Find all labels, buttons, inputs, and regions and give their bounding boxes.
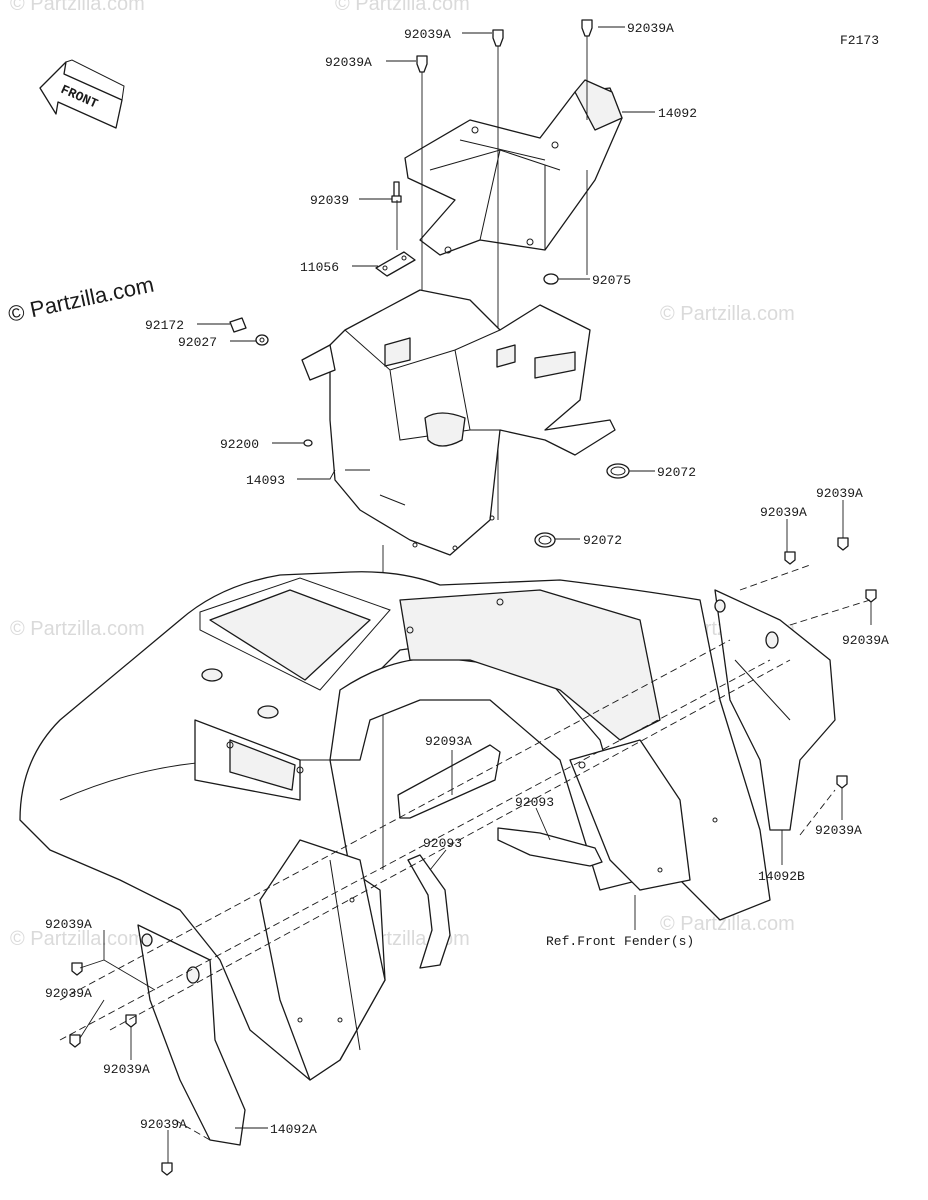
- seal-92093a-icon: [397, 744, 501, 819]
- clip-92039a-icon: [161, 1162, 173, 1176]
- clip-92039a-icon: [492, 29, 504, 47]
- callout: 92039A: [760, 505, 807, 520]
- callout: 14092A: [270, 1122, 317, 1137]
- callout: 92039A: [816, 486, 863, 501]
- part-14092b-flap: [714, 589, 836, 831]
- callout: 92093: [423, 836, 462, 851]
- part-14092a-flap: [137, 924, 246, 1146]
- callout: 92039A: [325, 55, 372, 70]
- callout: 92039A: [140, 1117, 187, 1132]
- clamp-92072-icon: [534, 532, 556, 548]
- callout: 92039A: [103, 1062, 150, 1077]
- plate-11056-icon: [375, 251, 416, 277]
- watermark: © Partzilla.com: [660, 913, 795, 935]
- watermark: © Partzilla.com: [10, 928, 145, 950]
- clip-92039a-icon: [125, 1014, 137, 1028]
- rear-fender-body: [19, 571, 771, 1081]
- watermark: © Partzilla.com: [10, 0, 145, 15]
- callout: 92093A: [425, 734, 472, 749]
- watermark: © Partzilla.com: [335, 0, 470, 15]
- bolt-92039-icon: [391, 181, 402, 203]
- screw-92172-icon: [229, 317, 247, 333]
- seal-92093-icon: [407, 854, 451, 969]
- callout: 92072: [583, 533, 622, 548]
- clip-92039a-icon: [69, 1034, 81, 1048]
- clip-92039a-icon: [784, 551, 796, 565]
- callout: 92027: [178, 335, 217, 350]
- seal-92093-icon: [497, 827, 603, 867]
- reference-note: Ref.Front Fender(s): [546, 934, 694, 949]
- washer-92027-icon: [255, 334, 269, 346]
- clip-92039a-icon: [416, 55, 428, 73]
- nut-92200-icon: [303, 439, 313, 447]
- clamp-92072-icon: [606, 463, 630, 479]
- clip-92039a-icon: [865, 589, 877, 603]
- callout: 11056: [300, 260, 339, 275]
- callout: 92039A: [45, 917, 92, 932]
- clip-92039a-icon: [836, 775, 848, 789]
- callout: 92093: [515, 795, 554, 810]
- clip-92039a-icon: [71, 962, 83, 976]
- callout: 92039A: [842, 633, 889, 648]
- leader-lines: [79, 26, 872, 1163]
- callout: 92172: [145, 318, 184, 333]
- partzilla-watermark: © Partzilla.com: [6, 272, 156, 327]
- callout: 92075: [592, 273, 631, 288]
- clip-92039a-icon: [581, 19, 593, 37]
- figure-code: F2173: [840, 33, 879, 48]
- callout: 92039: [310, 193, 349, 208]
- part-14092-bracket: [404, 79, 623, 256]
- callout-labels: 92039A 92039A 92039A 14092 92039 11056 9…: [45, 21, 889, 1137]
- callout: 14092: [658, 106, 697, 121]
- callout: 92072: [657, 465, 696, 480]
- part-14093-tray: [301, 289, 616, 556]
- callout: 14093: [246, 473, 285, 488]
- clip-92039a-icon: [837, 537, 849, 551]
- callout: 92039A: [815, 823, 862, 838]
- callout: 92039A: [627, 21, 674, 36]
- alignment-lines: [59, 564, 871, 1141]
- watermark: © Partzilla.com: [660, 303, 795, 325]
- callout: 92200: [220, 437, 259, 452]
- grommet-92075-icon: [543, 273, 559, 285]
- watermark: © Partzilla.com: [10, 618, 145, 640]
- callout: 14092B: [758, 869, 805, 884]
- callout: 92039A: [45, 986, 92, 1001]
- front-arrow-icon: FRONT: [39, 59, 125, 129]
- callout: 92039A: [404, 27, 451, 42]
